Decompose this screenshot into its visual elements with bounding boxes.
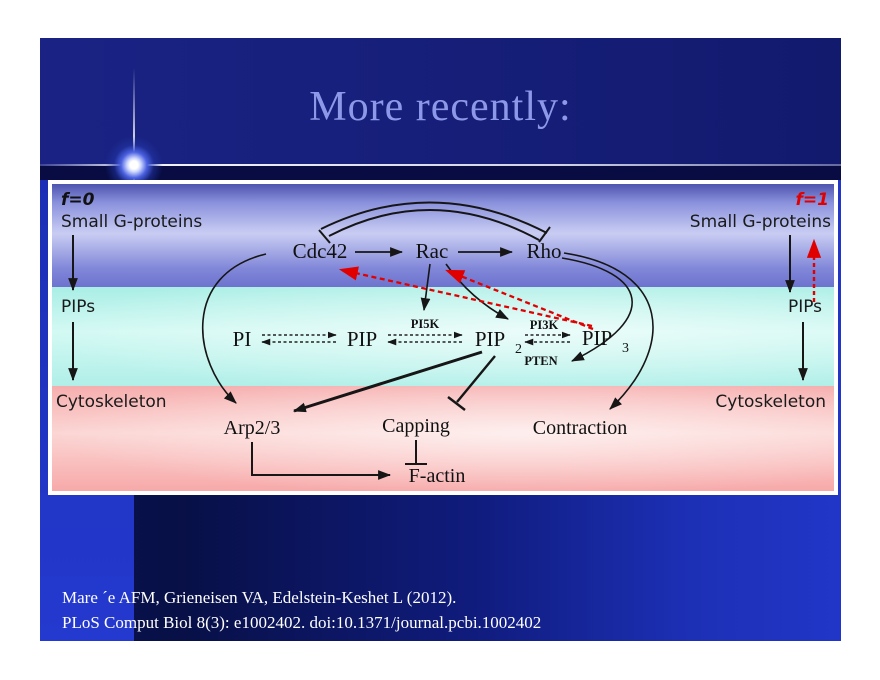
node-capping: Capping: [382, 415, 450, 437]
band-cytoskeleton-glow: [52, 386, 834, 491]
node-pip2-subscript: 2: [515, 342, 522, 357]
node-contraction: Contraction: [533, 417, 627, 439]
edge-rho-contraction: [563, 252, 654, 410]
edge-pip2-capping-inhibit: [456, 355, 496, 403]
node-arp23: Arp2/3: [224, 417, 281, 439]
tbar-cdc42: [318, 229, 331, 244]
citation-line-2: PLoS Comput Biol 8(3): e1002402. doi:10.…: [62, 613, 542, 632]
label-pips-left: PIPs: [61, 297, 95, 317]
edge-arp-factin: [251, 442, 392, 480]
edge-pip3-cdc42-feedback: [338, 266, 593, 328]
node-rac: Rac: [416, 239, 449, 263]
edge-cdc42-rho-inhibit-arc: [320, 201, 548, 234]
tbar-rho: [538, 226, 551, 243]
slide-canvas: More recently:: [40, 38, 841, 641]
edge-rho-cdc42-inhibit-arc: [328, 209, 540, 241]
band-small-g-proteins: [52, 184, 834, 287]
node-pi: PI: [233, 327, 252, 351]
label-pips-right: PIPs: [788, 297, 822, 317]
node-pip3-subscript: 3: [622, 341, 629, 356]
label-f0: f=0: [61, 190, 95, 210]
citation-line-1: Mare ´e AFM, Grieneisen VA, Edelstein-Ke…: [62, 588, 457, 607]
edge-pip3-rac-feedback: [445, 269, 594, 331]
band-pips-glow: [52, 287, 834, 386]
edge-rac-pi5k: [420, 263, 431, 312]
edge-cdc42-arp: [201, 253, 267, 404]
edge-rho-pten: [561, 257, 633, 362]
label-small-g-proteins-left: Small G-proteins: [61, 212, 202, 232]
label-f1: f=1: [796, 190, 829, 210]
sparkle-horizontal-streak: [40, 164, 841, 166]
background-dark-band: [40, 166, 841, 180]
enzyme-pi5k: PI5K: [411, 317, 440, 331]
label-cytoskeleton-left: Cytoskeleton: [56, 392, 167, 412]
node-cdc42: Cdc42: [293, 239, 348, 263]
node-pip3: PIP: [582, 326, 612, 350]
tbar-capping: [447, 396, 466, 411]
node-pip: PIP: [347, 327, 377, 351]
node-rho: Rho: [526, 239, 561, 263]
enzyme-pten: PTEN: [524, 354, 557, 368]
enzyme-pi3k: PI3K: [530, 318, 559, 332]
node-factin: F-actin: [409, 465, 466, 487]
citation-block: Mare ´e AFM, Grieneisen VA, Edelstein-Ke…: [62, 585, 802, 635]
sparkle-vertical-streak: [133, 68, 135, 180]
slide-title: More recently:: [309, 84, 572, 130]
pathway-figure-frame: f=0 Small G-proteins PIPs Cytoskeleton f…: [48, 180, 838, 495]
node-pip2: PIP: [475, 327, 505, 351]
pathway-diagram: f=0 Small G-proteins PIPs Cytoskeleton f…: [52, 184, 834, 491]
label-cytoskeleton-right: Cytoskeleton: [715, 392, 826, 412]
label-small-g-proteins-right: Small G-proteins: [690, 212, 831, 232]
edge-pip2-arp: [292, 350, 483, 413]
